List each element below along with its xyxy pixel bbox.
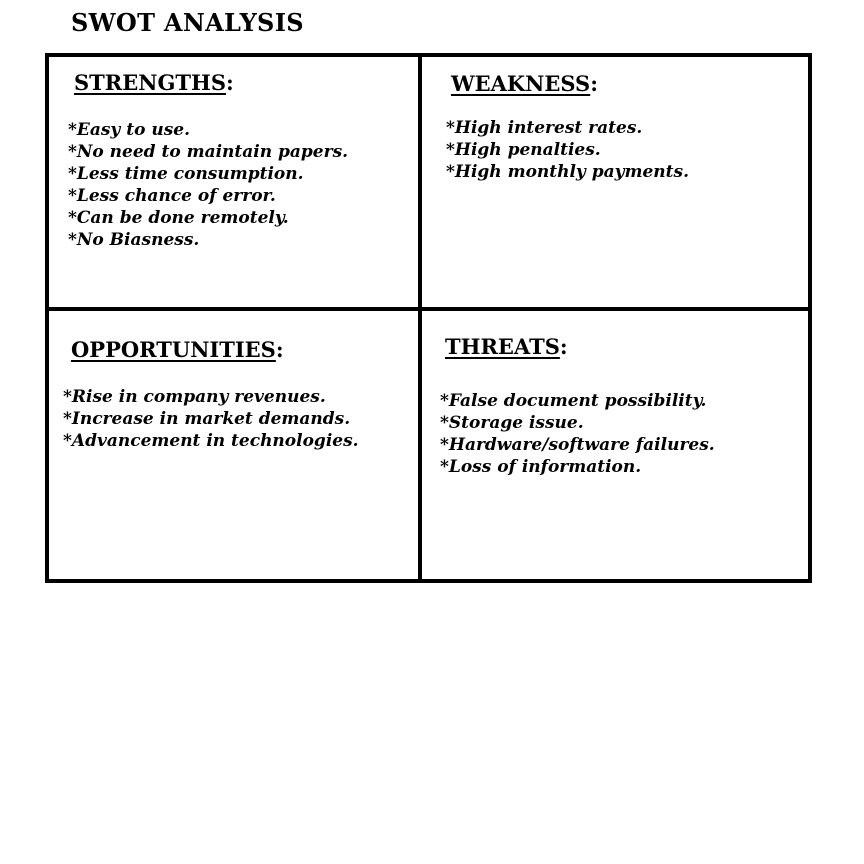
strengths-list: *Easy to use. *No need to maintain paper… [68,119,348,251]
list-item: *High interest rates. [446,118,643,138]
list-item: *High penalties. [446,140,601,160]
list-item: *Advancement in technologies. [63,431,359,451]
opportunities-list: *Rise in company revenues. *Increase in … [63,386,359,452]
opportunities-heading: OPPORTUNITIES: [71,337,284,362]
list-item: *Can be done remotely. [68,208,289,228]
strengths-quadrant: STRENGTHS: *Easy to use. *No need to mai… [68,70,348,251]
list-item: *No need to maintain papers. [68,142,349,162]
strengths-heading-text: STRENGTHS [74,70,227,95]
list-item: *No Biasness. [68,230,200,250]
page-title: SWOT ANALYSIS [71,8,304,37]
opportunities-heading-text: OPPORTUNITIES [71,337,276,362]
strengths-heading: STRENGTHS: [74,70,234,95]
weakness-quadrant: WEAKNESS: *High interest rates. *High pe… [446,71,689,183]
list-item: *Easy to use. [68,120,191,140]
swot-grid: STRENGTHS: *Easy to use. *No need to mai… [45,53,812,583]
list-item: *High monthly payments. [446,162,690,182]
horizontal-divider [49,307,808,311]
threats-quadrant: THREATS: *False document possibility. *S… [440,334,715,478]
threats-heading-text: THREATS [445,334,560,359]
opportunities-quadrant: OPPORTUNITIES: *Rise in company revenues… [63,337,359,452]
weakness-heading-text: WEAKNESS [451,71,591,96]
weakness-list: *High interest rates. *High penalties. *… [446,117,689,183]
weakness-heading: WEAKNESS: [451,71,598,96]
threats-heading: THREATS: [445,334,568,359]
threats-list: *False document possibility. *Storage is… [440,390,715,478]
list-item: *Less time consumption. [68,164,304,184]
list-item: *Loss of information. [440,457,642,477]
list-item: *False document possibility. [440,391,707,411]
vertical-divider [418,57,422,579]
list-item: *Storage issue. [440,413,584,433]
list-item: *Increase in market demands. [63,409,351,429]
list-item: *Less chance of error. [68,186,276,206]
list-item: *Hardware/software failures. [440,435,715,455]
list-item: *Rise in company revenues. [63,387,326,407]
